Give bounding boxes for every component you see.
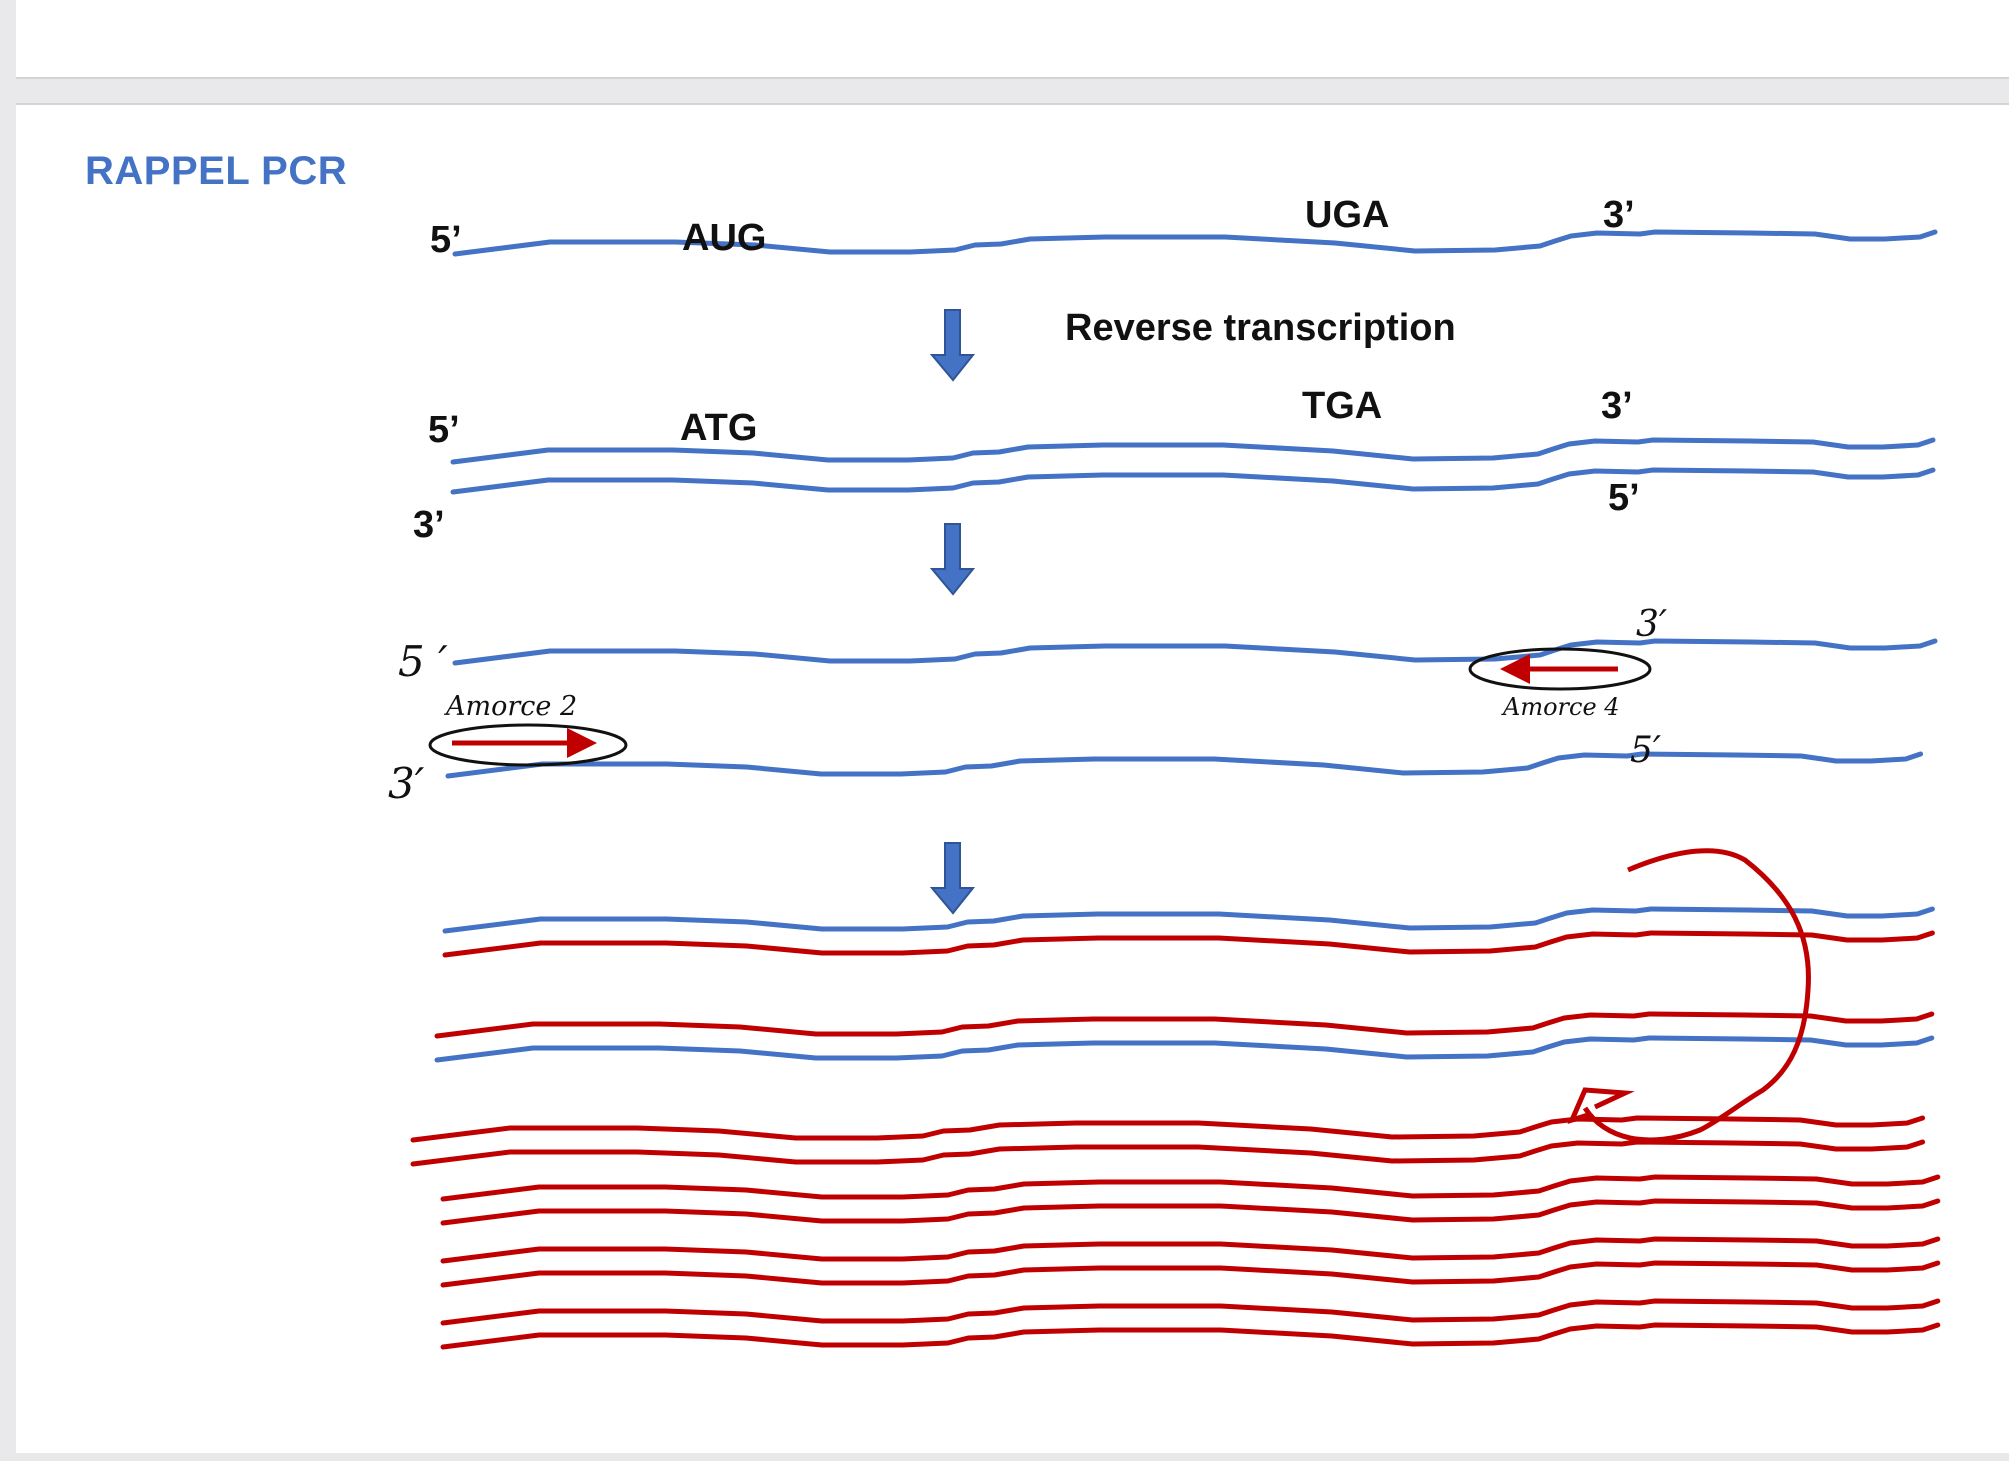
mrna-5-prime-label: 5’ <box>430 219 462 261</box>
mrna-start-codon-label: AUG <box>682 217 766 259</box>
strand-2 <box>450 437 1936 465</box>
cdna-top-3-prime-label: 3’ <box>1601 385 1633 427</box>
primer-right-ellipse <box>1468 647 1652 691</box>
primer-left: Amorce 2 <box>428 691 628 767</box>
step-arrow-1 <box>929 309 976 382</box>
primer-left-label: Amorce 2 <box>443 691 577 722</box>
previous-slide-panel <box>16 0 2009 79</box>
strand-10 <box>410 1115 1926 1143</box>
mrna-3-prime-label: 3’ <box>1603 194 1635 236</box>
strand-15 <box>440 1260 1941 1288</box>
strand-16 <box>440 1298 1941 1326</box>
hand-top-3-prime-label: 3′ <box>1636 604 1667 645</box>
hand-bottom-3-prime-label: 3′ <box>388 759 425 808</box>
slide-panel: RAPPEL PCR <box>16 103 2009 1453</box>
cdna-start-codon-label: ATG <box>680 407 757 449</box>
strand-8 <box>434 1011 1935 1039</box>
mrna-stop-codon-label: UGA <box>1305 194 1389 236</box>
cdna-bottom-5-prime-label: 5’ <box>1608 477 1640 519</box>
step-arrow-2 <box>929 523 976 596</box>
strand-17 <box>440 1322 1941 1350</box>
strand-14 <box>440 1236 1941 1264</box>
strand-9 <box>434 1035 1935 1063</box>
primer-left-ellipse <box>428 723 628 767</box>
primer-right-label: Amorce 4 <box>1501 693 1620 721</box>
dna-strands <box>410 229 1941 1350</box>
hand-bottom-5-prime-label: 5′ <box>1630 730 1661 771</box>
strand-5 <box>445 751 1924 779</box>
strand-6 <box>442 906 1935 934</box>
step-arrow-3 <box>929 842 976 915</box>
cdna-top-5-prime-label: 5’ <box>428 409 460 451</box>
primer-right: Amorce 4 <box>1468 647 1652 721</box>
strand-12 <box>440 1174 1941 1202</box>
strand-11 <box>410 1139 1926 1167</box>
hand-top-5-prime-label: 5 ′ <box>398 637 448 686</box>
cdna-stop-codon-label: TGA <box>1302 385 1382 427</box>
strand-4 <box>452 638 1938 666</box>
strand-13 <box>440 1198 1941 1226</box>
strand-1 <box>452 229 1938 257</box>
cycle-arrow <box>1567 848 1811 1143</box>
strand-7 <box>442 930 1935 958</box>
slide-title: RAPPEL PCR <box>85 149 348 193</box>
strand-3 <box>450 467 1936 495</box>
cdna-bottom-3-prime-label: 3’ <box>413 504 445 546</box>
reverse-transcription-label: Reverse transcription <box>1065 307 1456 349</box>
